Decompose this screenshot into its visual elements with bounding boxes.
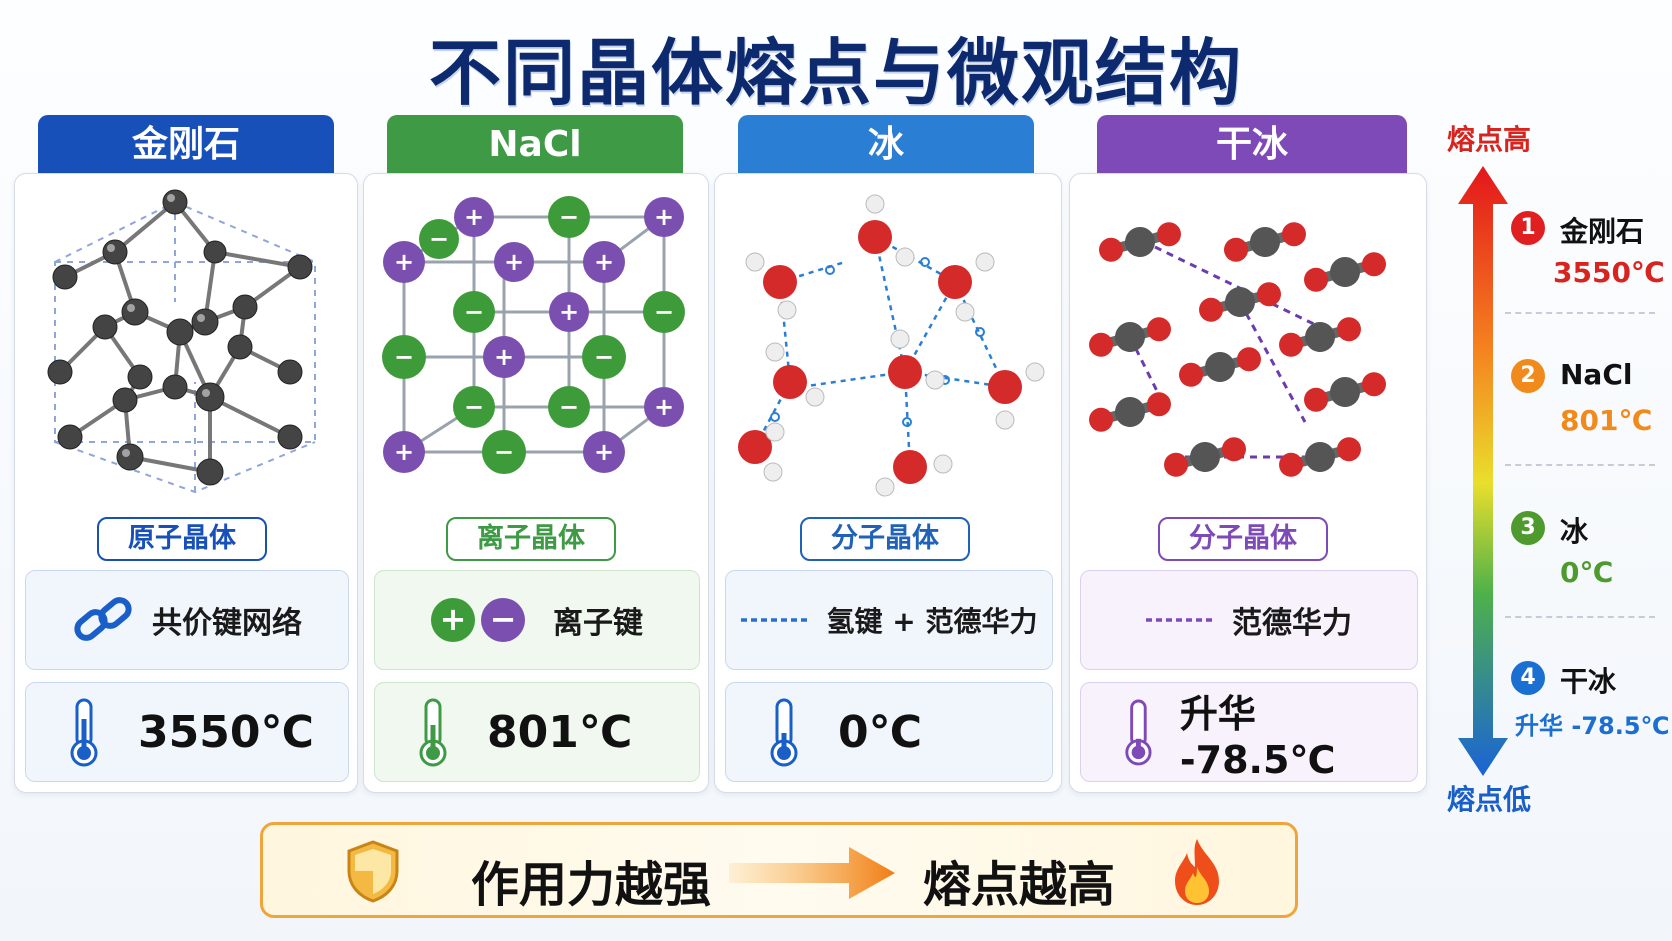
- scale-rank-badge: 3: [1511, 511, 1545, 545]
- svg-text:−: −: [464, 393, 484, 421]
- summary-left-text: 作用力越强: [471, 857, 712, 913]
- svg-text:+: +: [494, 343, 514, 371]
- svg-text:+: +: [504, 248, 524, 276]
- crystal-type-badge: 离子晶体: [446, 517, 616, 561]
- scale-divider: [1505, 616, 1655, 618]
- svg-text:−: −: [594, 343, 614, 371]
- na-ion-icons: [383, 197, 684, 473]
- scale-item-name: 冰: [1560, 515, 1589, 548]
- crystal-type-badge: 原子晶体: [97, 517, 267, 561]
- summary-bar: 作用力越强 熔点越高: [260, 822, 1298, 918]
- bond-type-label: 离子键: [553, 606, 643, 641]
- crystal-type-badge: 分子晶体: [800, 517, 970, 561]
- column-card: 原子晶体 共价键网络 3550℃: [14, 173, 358, 793]
- minus-ion-icon: −: [481, 598, 525, 642]
- melting-point-gradient-arrow: [1458, 166, 1508, 776]
- svg-text:−: −: [559, 393, 579, 421]
- svg-text:−: −: [559, 203, 579, 231]
- thermometer-icon: [1125, 699, 1152, 766]
- svg-text:+: +: [594, 248, 614, 276]
- scale-item-name: NaCl: [1560, 358, 1633, 391]
- flame-icon: [1175, 839, 1219, 905]
- svg-text:−: −: [394, 343, 414, 371]
- svg-text:−: −: [464, 298, 484, 326]
- scale-item-temp: 801℃: [1560, 404, 1653, 437]
- scale-rank-badge: 4: [1511, 661, 1545, 695]
- thermometer-icon: [70, 698, 98, 767]
- svg-text:−: −: [654, 298, 674, 326]
- scale-bottom-label: 熔点低: [1447, 783, 1532, 816]
- co2-molecules: [1089, 222, 1386, 477]
- column-header: 冰: [738, 115, 1034, 175]
- svg-text:+: +: [654, 393, 674, 421]
- summary-right-text: 熔点越高: [923, 857, 1116, 913]
- svg-text:+: +: [654, 203, 674, 231]
- svg-text:+: +: [559, 298, 579, 326]
- water-molecules: [738, 194, 1045, 497]
- bond-type-label: 范德华力: [1232, 606, 1352, 641]
- shield-icon: [347, 840, 399, 903]
- svg-text:+: +: [394, 438, 414, 466]
- scale-divider: [1505, 464, 1655, 466]
- scale-rank-badge: 1: [1511, 211, 1545, 245]
- melting-point-box: 801℃: [374, 682, 700, 782]
- thermometer-icon: [419, 698, 447, 767]
- nacl-lattice-diagram: +++ +++ ++++ −−− −−− −−−: [382, 196, 685, 474]
- diamond-lattice-diagram: [47, 189, 316, 494]
- crystal-type-badge: 分子晶体: [1158, 517, 1328, 561]
- plus-minus-ions-icon: + −: [431, 598, 525, 642]
- scale-top-label: 熔点高: [1447, 123, 1532, 156]
- dashed-line-icon: [740, 618, 811, 622]
- scale-item-temp: 0℃: [1560, 556, 1614, 589]
- svg-text:+: +: [594, 438, 614, 466]
- melting-point-value: 3550℃: [138, 706, 314, 758]
- scale-rank-badge: 2: [1511, 359, 1545, 393]
- dashed-line-icon: [1146, 618, 1216, 622]
- bond-type-label: 共价键网络: [152, 606, 302, 641]
- melting-point-value: 0℃: [838, 706, 922, 758]
- bond-type-label: 氢键 + 范德华力: [826, 605, 1038, 638]
- column-card: 分子晶体 氢键 + 范德华力 0℃: [714, 173, 1062, 793]
- melting-point-value: 801℃: [487, 706, 633, 758]
- scale-item-name: 金刚石: [1560, 215, 1645, 248]
- column-header: 干冰: [1097, 115, 1407, 175]
- column-header: 金刚石: [38, 115, 334, 175]
- svg-text:−: −: [494, 438, 514, 466]
- chain-link-icon: [74, 597, 132, 641]
- melting-point-box: 3550℃: [25, 682, 349, 782]
- scale-item-temp: 3550℃: [1553, 256, 1665, 289]
- ice-hbond-diagram: [738, 194, 1045, 497]
- column-card: 分子晶体 范德华力 升华 -78.5℃: [1069, 173, 1427, 793]
- scale-item-name: 干冰: [1560, 665, 1617, 698]
- bond-type-box: 氢键 + 范德华力: [725, 570, 1053, 670]
- co2-lattice-diagram: [1089, 222, 1386, 477]
- melting-point-value: 升华 -78.5℃: [1179, 691, 1336, 782]
- column-header: NaCl: [387, 115, 683, 175]
- cl-ion-icons: [382, 196, 685, 474]
- column-card: +++ +++ ++++ −−− −−− −−− 离子晶体 + − 离子键 80…: [363, 173, 709, 793]
- bond-type-box: + − 离子键: [374, 570, 700, 670]
- svg-text:+: +: [394, 248, 414, 276]
- scale-divider: [1505, 312, 1655, 314]
- page-title: 不同晶体熔点与微观结构: [428, 31, 1243, 115]
- arrow-right-icon: [729, 847, 895, 899]
- bond-type-box: 范德华力: [1080, 570, 1418, 670]
- svg-text:+: +: [464, 203, 484, 231]
- scale-item-temp: 升华 -78.5℃: [1515, 712, 1670, 740]
- melting-point-box: 0℃: [725, 682, 1053, 782]
- bond-type-box: 共价键网络: [25, 570, 349, 670]
- svg-text:−: −: [429, 225, 449, 253]
- thermometer-icon: [770, 698, 798, 767]
- melting-point-box: 升华 -78.5℃: [1080, 682, 1418, 782]
- plus-ion-icon: +: [431, 598, 475, 642]
